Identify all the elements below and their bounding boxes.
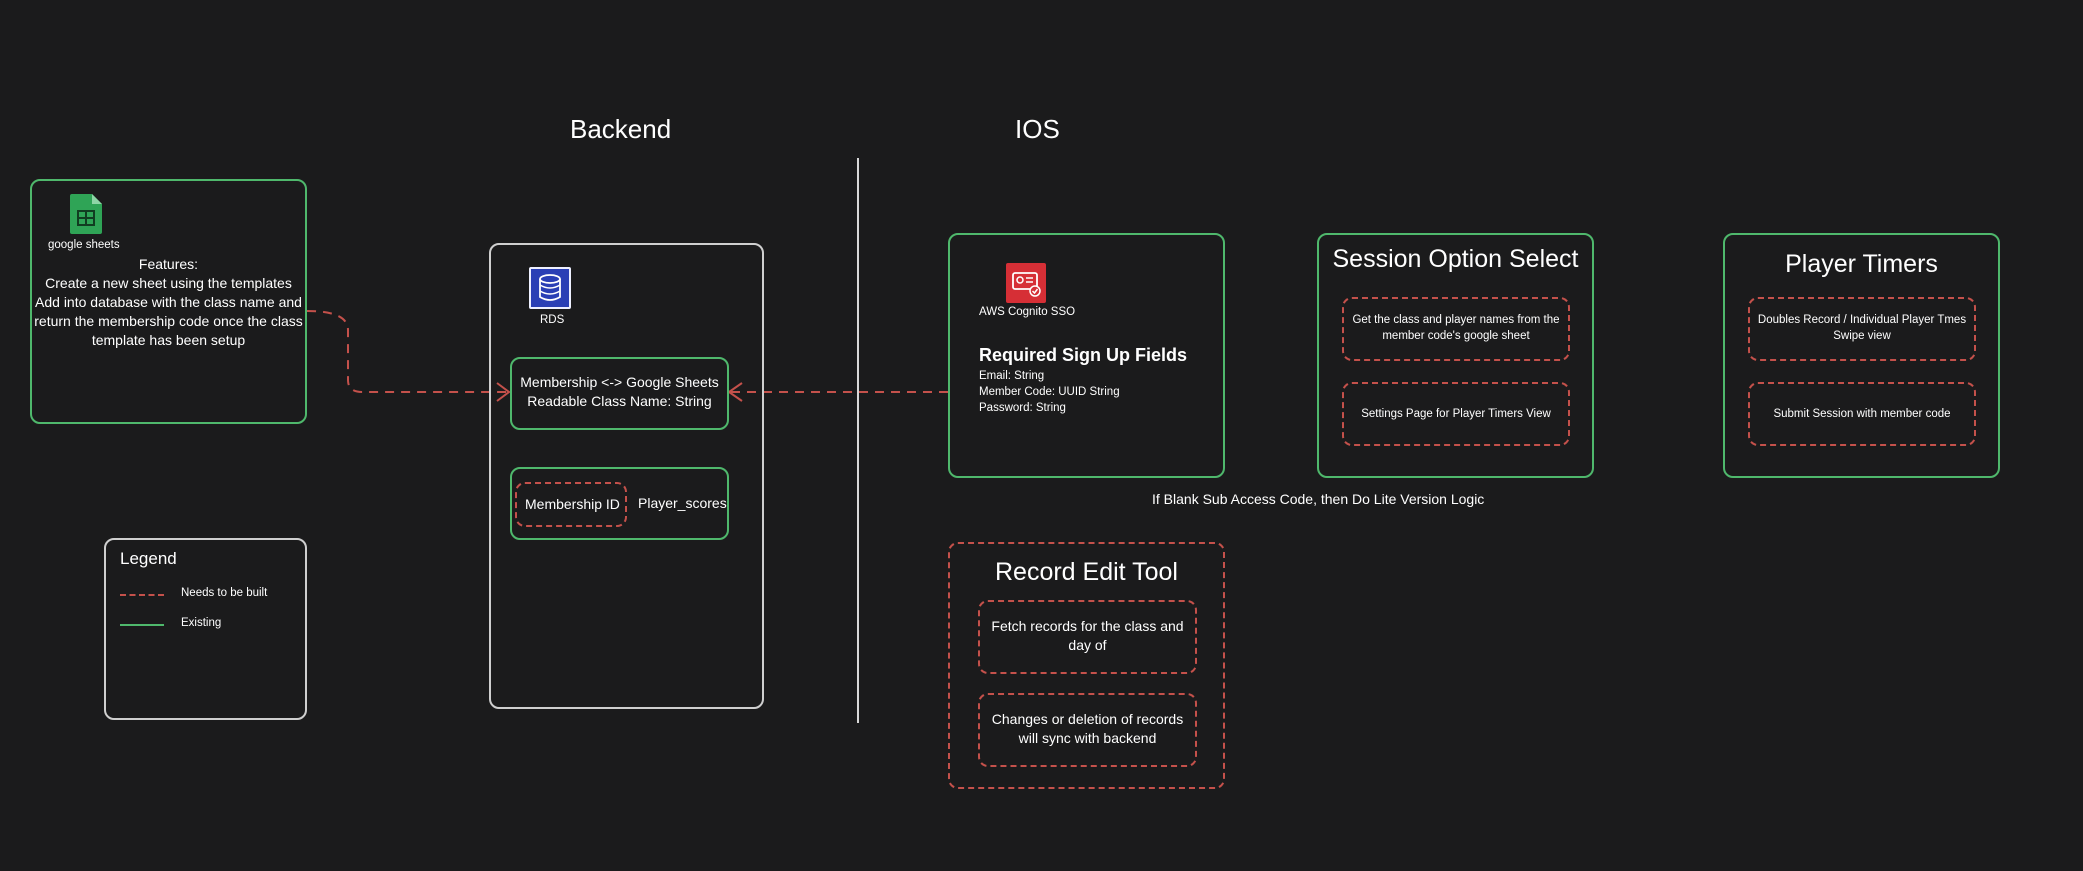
class-player-names-box: Get the class and player names from the … — [1342, 297, 1570, 361]
features-line: template has been setup — [91, 332, 246, 348]
sign-up-fields-heading: Required Sign Up Fields — [979, 345, 1188, 365]
submit-session-text: Submit Session with member code — [1773, 408, 1951, 420]
backend-title: Backend — [570, 114, 672, 144]
membership-id-field: Membership ID — [525, 496, 620, 512]
sync-records-text: Changes or deletion of records — [991, 711, 1184, 727]
backend-container: RDS Membership <-> Google Sheets Readabl… — [489, 243, 764, 709]
sheets-to-backend-arrowhead — [496, 382, 511, 402]
session-option-title: Session Option Select — [1332, 245, 1579, 273]
google-sheets-card: google sheets Features: Create a new she… — [30, 179, 307, 424]
player-times-swipe-text: Swipe view — [1833, 330, 1891, 342]
aws-cognito-icon — [1006, 263, 1046, 303]
player-scores-field: Player_scores — [638, 495, 727, 511]
legend-dashed-line — [120, 594, 164, 596]
settings-page-text: Settings Page for Player Timers View — [1361, 408, 1551, 420]
settings-page-box: Settings Page for Player Timers View — [1342, 382, 1570, 446]
membership-id-table: Membership ID Player_scores — [510, 467, 729, 540]
membership-mapping-label: Membership <-> Google Sheets — [520, 374, 719, 390]
google-sheets-icon — [70, 194, 102, 234]
aws-cognito-label: AWS Cognito SSO — [979, 306, 1076, 318]
section-divider — [857, 158, 859, 723]
password-field: Password: String — [979, 402, 1066, 414]
legend-box: Legend Needs to be built Existing — [104, 538, 307, 720]
class-player-names-text: Get the class and player names from the — [1352, 314, 1560, 326]
ios-title: IOS — [1015, 114, 1060, 144]
features-line: return the membership code once the clas… — [34, 313, 303, 329]
fetch-records-box: Fetch records for the class and day of — [978, 600, 1197, 674]
features-line: Add into database with the class name an… — [35, 294, 302, 310]
session-option-card: Session Option Select Get the class and … — [1317, 233, 1594, 478]
features-line: Create a new sheet using the templates — [45, 275, 292, 291]
google-sheets-label: google sheets — [48, 239, 120, 251]
cognito-to-backend-arrowhead — [727, 382, 743, 402]
player-times-swipe-box: Doubles Record / Individual Player Tmes … — [1748, 297, 1976, 361]
rds-database-icon — [529, 267, 571, 309]
player-times-swipe-text: Doubles Record / Individual Player Tmes — [1757, 314, 1967, 326]
fetch-records-text: Fetch records for the class and — [991, 618, 1184, 634]
legend-item-label: Needs to be built — [181, 587, 268, 599]
aws-cognito-card: AWS Cognito SSO Required Sign Up Fields … — [948, 233, 1225, 478]
record-edit-title: Record Edit Tool — [995, 558, 1178, 586]
features-title: Features: — [138, 256, 199, 272]
lite-version-note: If Blank Sub Access Code, then Do Lite V… — [1152, 491, 1485, 507]
sync-records-box: Changes or deletion of records will sync… — [978, 693, 1197, 767]
player-timers-card: Player Timers Doubles Record / Individua… — [1723, 233, 2000, 478]
class-player-names-text: member code's google sheet — [1382, 330, 1530, 342]
membership-id-field-box: Membership ID — [515, 482, 627, 527]
sync-records-text: will sync with backend — [1018, 730, 1157, 746]
legend-title: Legend — [120, 549, 177, 568]
player-timers-title: Player Timers — [1785, 250, 1938, 278]
membership-sheets-box: Membership <-> Google Sheets Readable Cl… — [510, 357, 729, 430]
sheets-to-backend-arrow — [306, 310, 508, 393]
legend-solid-line — [120, 624, 164, 626]
member-code-field: Member Code: UUID String — [979, 386, 1120, 398]
email-field: Email: String — [979, 370, 1045, 382]
submit-session-box: Submit Session with member code — [1748, 382, 1976, 446]
record-edit-card: Record Edit Tool Fetch records for the c… — [948, 542, 1225, 789]
rds-label: RDS — [540, 314, 565, 326]
legend-item-label: Existing — [181, 617, 222, 629]
fetch-records-text: day of — [1068, 637, 1107, 653]
class-name-field: Readable Class Name: String — [527, 393, 712, 409]
